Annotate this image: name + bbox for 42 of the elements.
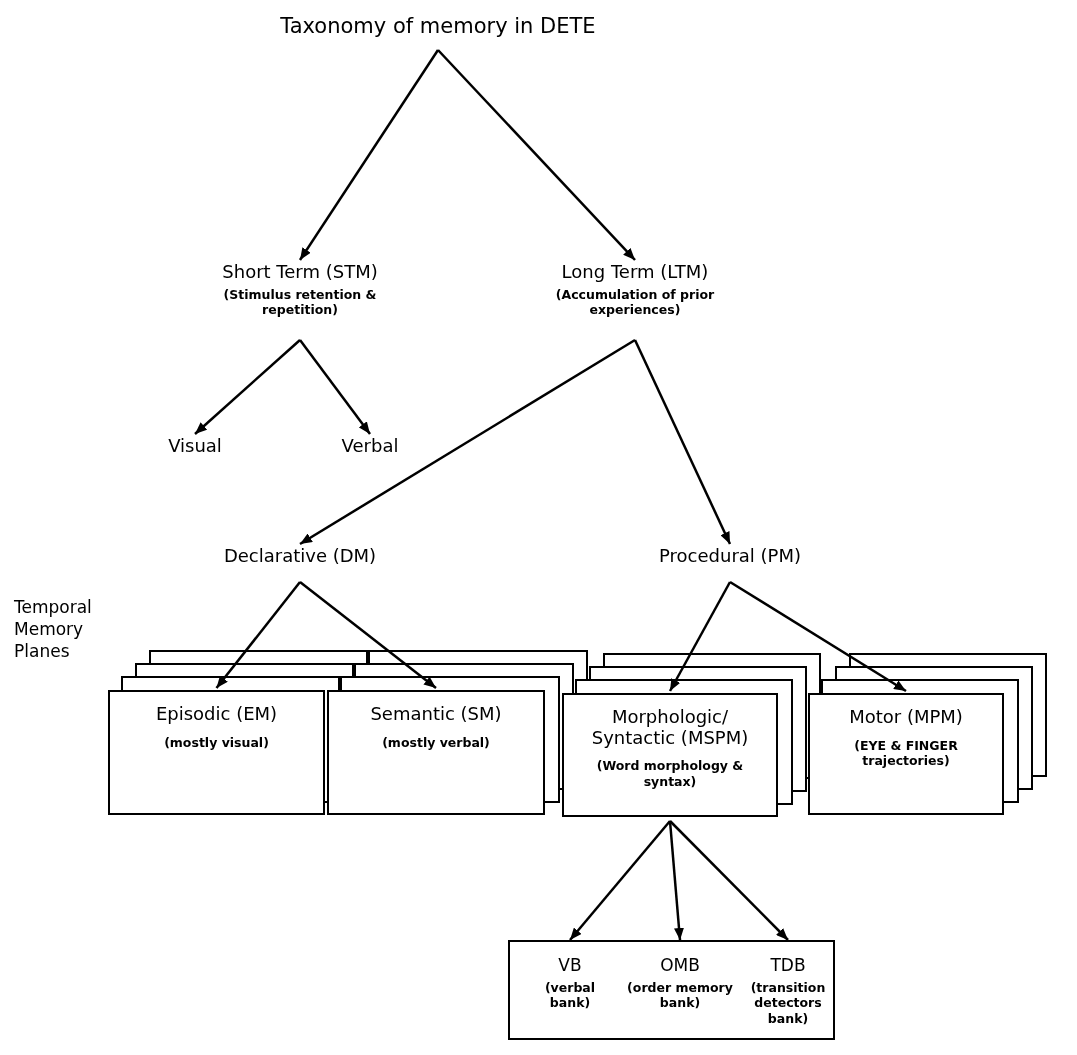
arrow xyxy=(729,580,907,693)
heading: Verbal xyxy=(340,436,400,457)
heading: Short Term (STM) xyxy=(221,262,379,283)
heading: Procedural (PM) xyxy=(658,546,802,567)
heading: TDB xyxy=(769,956,807,976)
arrow xyxy=(299,339,371,435)
heading: Episodic (EM) xyxy=(154,704,279,725)
description: (mostly visual) xyxy=(163,734,270,751)
arrow xyxy=(668,581,732,692)
arrow xyxy=(668,820,684,941)
arrow xyxy=(298,49,440,261)
heading: Long Term (LTM) xyxy=(560,262,710,283)
description: (Word morphology & syntax) xyxy=(595,758,745,790)
description: (verbal bank) xyxy=(543,979,597,1011)
heading: VB xyxy=(557,956,583,976)
side-label: Temporal Memory Planes xyxy=(14,596,93,663)
memory-box xyxy=(108,690,325,815)
heading: Taxonomy of memory in DETE xyxy=(279,14,597,39)
arrow xyxy=(299,338,636,546)
arrow xyxy=(569,820,671,941)
memory-box xyxy=(808,693,1004,815)
memory-box xyxy=(562,693,778,817)
arrow xyxy=(633,339,732,545)
arrow xyxy=(669,820,789,941)
heading: Visual xyxy=(167,436,223,457)
memory-box xyxy=(327,690,545,815)
heading: Motor (MPM) xyxy=(848,707,964,728)
description: (order memory bank) xyxy=(626,979,734,1011)
arrow xyxy=(299,581,437,689)
description: (EYE & FINGER trajectories) xyxy=(853,737,959,769)
heading: OMB xyxy=(659,956,701,976)
heading: Semantic (SM) xyxy=(369,704,503,725)
description: (transition detectors bank) xyxy=(749,979,827,1027)
arrow xyxy=(194,339,301,435)
heading: Declarative (DM) xyxy=(222,546,378,567)
description: (mostly verbal) xyxy=(381,734,491,751)
bank-box xyxy=(508,940,835,1040)
description: (Accumulation of prior experiences) xyxy=(554,286,716,318)
arrow xyxy=(437,49,636,261)
heading: Morphologic/ Syntactic (MSPM) xyxy=(590,707,750,749)
description: (Stimulus retention & repetition) xyxy=(222,286,378,318)
arrow xyxy=(215,581,301,689)
